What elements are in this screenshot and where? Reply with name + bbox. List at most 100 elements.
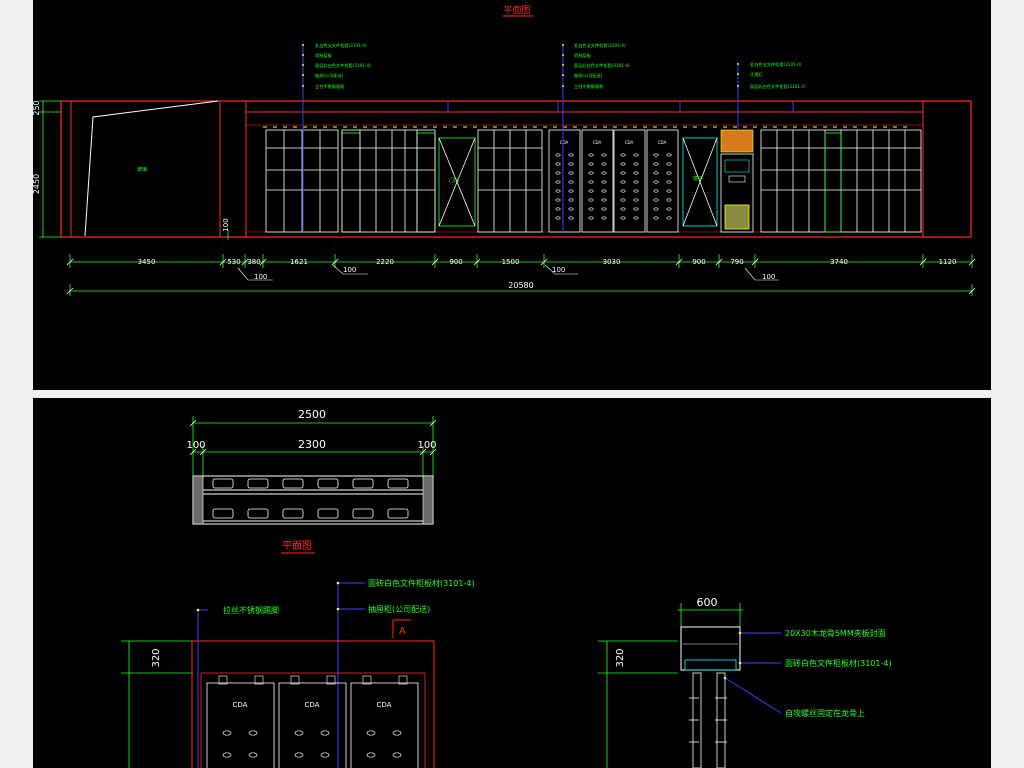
- section-logo: CDA: [305, 701, 320, 709]
- drawer-handle: [568, 171, 574, 175]
- drawer-handle: [222, 730, 232, 736]
- svg-text:100: 100: [343, 266, 356, 274]
- drawer-handle: [620, 171, 626, 175]
- drawer-handle: [568, 216, 574, 220]
- plan-slot: [387, 508, 409, 519]
- reception-counter: [720, 129, 754, 233]
- drawer-cabinet: [548, 129, 581, 233]
- dim-label: 380: [247, 258, 260, 266]
- drawer-handle: [666, 198, 672, 202]
- drawer-handle: [588, 189, 594, 193]
- section-title: 平面图: [282, 540, 312, 552]
- door-label: 门口: [449, 177, 459, 184]
- cabinet-logo: CDA: [658, 140, 667, 145]
- door-panel-2: [682, 137, 718, 227]
- drawer-handle: [653, 216, 659, 220]
- drawer-handle: [588, 171, 594, 175]
- drawer-handle: [633, 162, 639, 166]
- plan-slot: [282, 478, 304, 489]
- drawer-handle: [568, 162, 574, 166]
- svg-text:乳白色全文件柜套(3101-4): 乳白色全文件柜套(3101-4): [315, 42, 367, 49]
- drawer-handle: [620, 207, 626, 211]
- drawer-handle: [666, 171, 672, 175]
- dim-label: 2220: [376, 258, 394, 266]
- drawer-handle: [601, 198, 607, 202]
- drawer-handle: [601, 189, 607, 193]
- drawer-handle: [601, 162, 607, 166]
- drawer-handle: [555, 180, 561, 184]
- cabinet-group-3: [477, 129, 543, 233]
- svg-text:大理石: 大理石: [750, 71, 763, 78]
- elevation-title: 平面图: [503, 5, 530, 16]
- callouts-left: 乳白色全文件柜套(3101-4) 铝制层板 面层乳白色文件柜套(3101-4) …: [315, 42, 371, 90]
- detail-drawing: 2500 2300 100 100 平面图 面砖白色文件柜板材(3101-4) …: [121, 408, 892, 768]
- drawer-handle: [588, 180, 594, 184]
- drawer-clip: [362, 675, 372, 685]
- section-drawer-unit: [206, 682, 275, 768]
- drawer-clip: [326, 675, 336, 685]
- dim-label: 900: [692, 258, 705, 266]
- section-callout-1: 面砖白色文件柜板材(3101-4): [368, 578, 475, 588]
- svg-text:100: 100: [552, 266, 565, 274]
- dim-label: 900: [449, 258, 462, 266]
- drawer-handle: [320, 752, 330, 758]
- plan-slot: [317, 508, 339, 519]
- drawer-handle: [666, 207, 672, 211]
- elevation-drawing: 平面图 玻璃: [33, 5, 976, 296]
- drawer-handle: [633, 216, 639, 220]
- drawer-handle: [366, 730, 376, 736]
- drawer-handle: [620, 189, 626, 193]
- drawer-clip: [218, 675, 228, 685]
- drawer-handle: [666, 189, 672, 193]
- drawer-handle: [633, 189, 639, 193]
- dim-label: 530: [227, 258, 240, 266]
- drawer-handle: [633, 171, 639, 175]
- svg-text:立柱平衡钢管框: 立柱平衡钢管框: [574, 83, 604, 90]
- drawer-handle: [653, 180, 659, 184]
- svg-text:乳白色全文件柜套(3101-4): 乳白色全文件柜套(3101-4): [750, 61, 802, 68]
- svg-text:乳白色全文件柜套(3101-4): 乳白色全文件柜套(3101-4): [574, 42, 626, 49]
- wall-outline: [60, 100, 972, 238]
- svg-text:面层乳白色文件柜套(3101-4): 面层乳白色文件柜套(3101-4): [574, 62, 630, 69]
- dim-label: 1120: [939, 258, 957, 266]
- drawer-clip: [398, 675, 408, 685]
- drawer-handle: [555, 162, 561, 166]
- drawer-handle: [620, 153, 626, 157]
- section-height: 320: [151, 648, 162, 667]
- plan-side-left: 100: [186, 440, 205, 451]
- drawer-handle: [568, 207, 574, 211]
- detail-section: [680, 626, 741, 768]
- dim-2450: 2450: [33, 174, 41, 194]
- drawer-cabinet: [613, 129, 646, 233]
- callouts-right: 乳白色全文件柜套(3101-4) 大理石 面层乳白色文件柜套(3101-4): [750, 61, 806, 90]
- drawer-handle: [633, 207, 639, 211]
- detail-callout-1: 20X30木龙骨5MM夹板封面: [785, 628, 886, 638]
- detail-callout-3: 自攻螺丝固定在龙骨上: [785, 708, 865, 718]
- elevation-panel: 平面图 玻璃: [33, 0, 991, 390]
- svg-text:面层乳白色文件柜套(3101-4): 面层乳白色文件柜套(3101-4): [750, 83, 806, 90]
- drawer-handle: [666, 180, 672, 184]
- drawer-handle: [392, 730, 402, 736]
- small-dims: 100 100 100 100: [254, 266, 775, 281]
- svg-text:抽屉(公司配送): 抽屉(公司配送): [574, 72, 603, 79]
- drawer-handle: [248, 730, 258, 736]
- drawer-handle: [555, 216, 561, 220]
- section-logo: CDA: [233, 701, 248, 709]
- svg-text:100: 100: [254, 273, 267, 281]
- glass-wall: [84, 100, 219, 237]
- drawer-handle: [568, 180, 574, 184]
- drawer-handle: [653, 162, 659, 166]
- drawer-handle: [653, 153, 659, 157]
- drawer-clip: [254, 675, 264, 685]
- door-panel-1: [438, 137, 476, 227]
- drawer-handle: [588, 216, 594, 220]
- drawer-handle: [653, 171, 659, 175]
- drawer-handle: [320, 730, 330, 736]
- section-drawer-unit: [350, 682, 419, 768]
- drawer-handle: [653, 189, 659, 193]
- dim-top-250: 250: [33, 100, 41, 115]
- dim-label: 790: [730, 258, 743, 266]
